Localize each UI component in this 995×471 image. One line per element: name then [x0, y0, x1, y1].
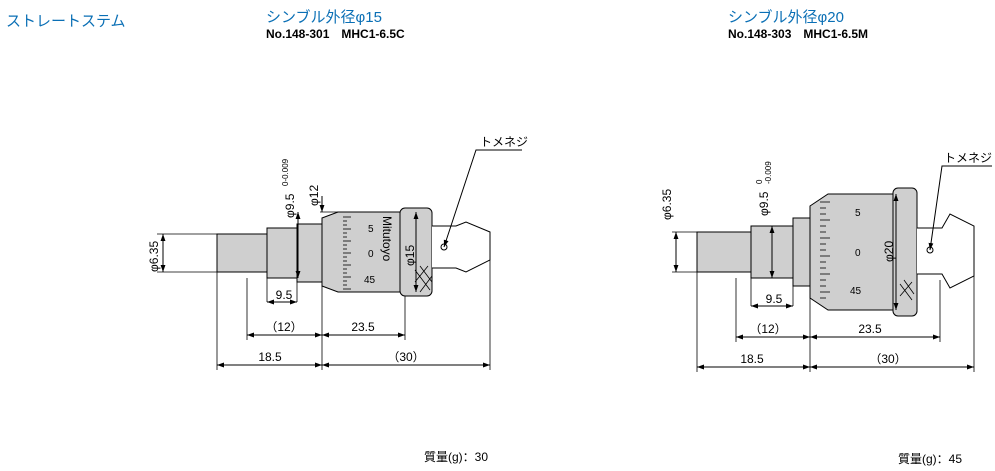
leader-screw-1 [443, 149, 522, 248]
sleeve-2 [792, 217, 811, 287]
section-title: ストレートステム [6, 13, 126, 30]
model-2-drawing [672, 165, 992, 372]
label-stem-dia-2: φ6.35 [660, 189, 674, 220]
label-ref30-2: （30） [869, 352, 906, 366]
brand-mark-1: Mitutoyo [380, 216, 394, 262]
mass-2-label: 質量(g)： [898, 452, 949, 466]
thimble-mark-2-c: 45 [850, 286, 862, 297]
label-spindle-dia-2: φ9.5 [757, 191, 771, 216]
thimble-mark-2-b: 0 [855, 248, 861, 259]
model-2-labels: φ6.35 φ9.5 0 -0.009 φ20 5 0 45 9.5 （12） … [660, 151, 992, 366]
label-ref12-1: （12） [265, 320, 302, 334]
mass-2: 質量(g)：45 [898, 450, 962, 467]
model-2-number: No.148-303 MHC1-6.5M [728, 27, 869, 41]
label-stem-len-2: 18.5 [740, 352, 764, 366]
label-ref30-1: （30） [387, 350, 424, 364]
label-sleeve-dia-1: φ12 [307, 185, 321, 206]
thimble-mark-1-b: 0 [368, 249, 374, 260]
thimble-mark-1-a: 5 [368, 224, 374, 235]
label-spindle-dia-1: φ9.5 [283, 193, 297, 218]
thimble-1-scale [343, 216, 351, 290]
model-1-title: シンブル外径φ15 [266, 9, 382, 26]
sleeve-1 [296, 223, 323, 283]
label-spindle-tol-top-2: 0 [755, 179, 764, 184]
model-1-drawing [157, 149, 522, 370]
label-ref12-2: （12） [749, 322, 786, 336]
thimble-2-scale [820, 201, 830, 299]
mass-1: 質量(g)：30 [424, 448, 488, 465]
label-stem-len-1: 18.5 [258, 350, 282, 364]
ratchet-2 [892, 187, 918, 317]
label-thimble-dia-1: φ15 [403, 245, 417, 266]
label-thimble-dia-2: φ20 [882, 241, 896, 262]
mass-1-value: 30 [474, 450, 489, 464]
label-spindle-len-2: 9.5 [766, 292, 783, 306]
leader-screw-2 [928, 165, 992, 251]
label-spindle-tol-1: 0-0.009 [281, 158, 290, 186]
model-1-labels: φ6.35 φ9.5 0-0.009 φ12 φ15 Mitutoyo 5 0 … [147, 135, 528, 364]
label-screw-1: トメネジ [480, 135, 528, 149]
label-body-len-2: 23.5 [858, 322, 882, 336]
label-screw-2: トメネジ [944, 151, 992, 165]
end-cap-1 [432, 221, 491, 273]
stem-1 [216, 233, 268, 273]
knurl-1 [414, 265, 433, 293]
stem-2 [696, 231, 752, 273]
knurl-2 [899, 279, 915, 301]
mass-2-value: 45 [948, 452, 963, 466]
model-2-title: シンブル外径φ20 [728, 9, 844, 26]
label-spindle-len-1: 9.5 [276, 288, 293, 302]
spindle-1 [266, 227, 298, 279]
label-stem-dia-1: φ6.35 [147, 241, 161, 272]
label-spindle-tol-bot-2: -0.009 [764, 161, 773, 184]
end-cap-2 [917, 213, 975, 289]
thimble-mark-2-a: 5 [855, 208, 861, 219]
label-body-len-1: 23.5 [351, 320, 375, 334]
mass-1-label: 質量(g)： [424, 450, 475, 464]
thimble-mark-1-c: 45 [364, 275, 376, 286]
model-1-number: No.148-301 MHC1-6.5C [266, 27, 405, 41]
